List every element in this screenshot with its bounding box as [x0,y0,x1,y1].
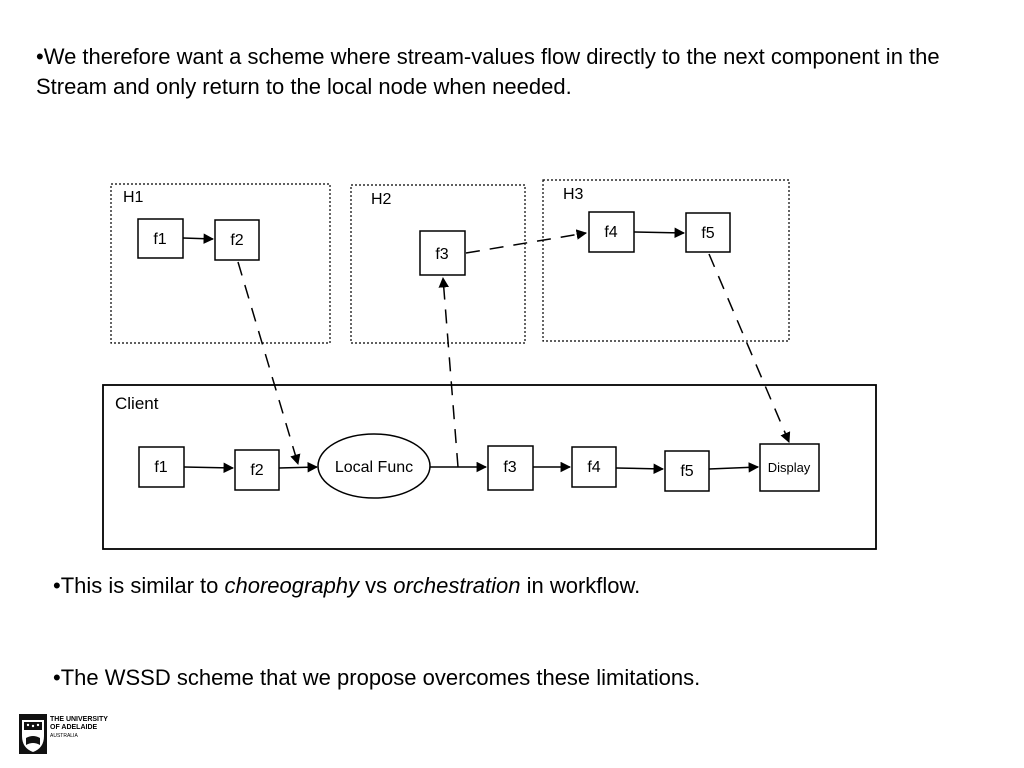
svg-text:f3: f3 [503,459,516,476]
svg-text:Display: Display [768,460,811,475]
arrow-client-f4-f5 [615,463,665,475]
svg-text:f5: f5 [680,463,693,480]
client-box: Client f1 f2 Local Func f3 f4 f5 Display [102,384,877,550]
similar-suffix: in workflow. [520,573,641,598]
wssd-bullet: •The WSSD scheme that we propose overcom… [53,665,701,690]
similar-prefix: •This is similar to [53,573,225,598]
arrow-client-f5-display [708,462,760,473]
flow-h2f3-to-h3f4 [465,229,588,254]
client-node-f3: f3 [487,445,534,491]
h3-node-f4: f4 [588,211,635,253]
svg-text:f2: f2 [250,462,263,479]
h2-node-f3: f3 [419,230,466,276]
h1-node-f2: f2 [214,219,260,261]
svg-text:f2: f2 [230,232,243,249]
arrow-client-f2-localfunc [278,462,319,473]
svg-text:Local Func: Local Func [335,459,413,476]
h3-node-f5: f5 [685,212,731,253]
logo-wordmark: THE UNIVERSITY OF ADELAIDE AUSTRALIA [50,716,108,739]
svg-text:f1: f1 [154,459,167,476]
client-node-f4: f4 [571,446,617,488]
similar-mid: vs [359,573,394,598]
arrow-h1-f1-f2 [182,233,215,244]
client-node-f1: f1 [138,446,185,488]
flow-h1f2-to-localfunc [237,261,301,466]
host-h2-label: H2 [371,191,392,208]
flow-localfunc-to-h2f3 [438,276,459,468]
host-h3-label: H3 [563,186,584,203]
intro-bullet: •We therefore want a scheme where stream… [36,44,940,99]
client-node-local-func: Local Func [317,433,431,499]
h1-node-f1: f1 [137,218,184,259]
dashed-flows [237,229,791,468]
flow-h3f5-to-display [708,253,791,443]
svg-text:f4: f4 [587,459,600,476]
svg-text:f1: f1 [153,231,166,248]
client-node-f2: f2 [234,449,280,491]
host-h3: H3 f4 f5 [542,179,790,342]
arrow-client-f1-f2 [183,462,235,474]
university-logo [19,714,47,754]
svg-text:f3: f3 [435,246,448,263]
arrow-h3-f4-f5 [633,227,686,239]
client-node-display: Display [759,443,820,492]
term-choreography: choreography [224,573,360,598]
similar-bullet: •This is similar to choreography vs orch… [53,571,640,601]
host-h1: H1 f1 f2 [110,183,331,344]
host-h1-label: H1 [123,189,144,206]
client-node-f5: f5 [664,450,710,492]
svg-text:f4: f4 [604,224,617,241]
host-h2: H2 f3 [350,184,526,344]
client-label: Client [115,394,159,413]
svg-text:f5: f5 [701,225,714,242]
term-orchestration: orchestration [393,573,521,598]
